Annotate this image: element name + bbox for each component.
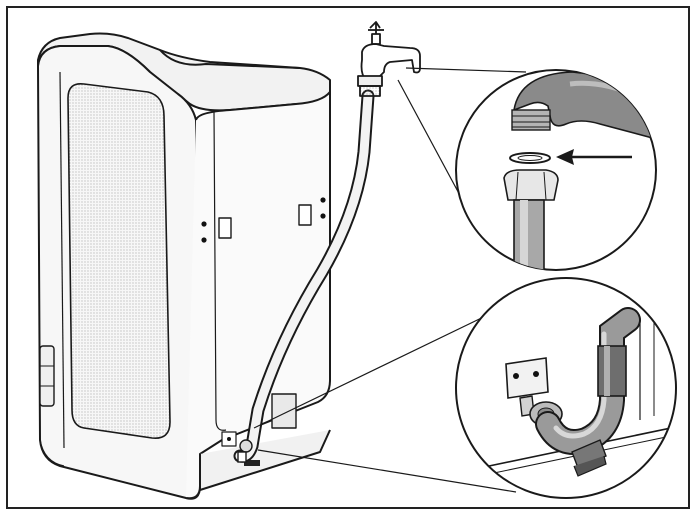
hose-valve-fitting — [237, 439, 253, 463]
water-tap — [357, 21, 421, 97]
insert-washer-arrow — [556, 149, 632, 165]
sealing-washer — [509, 152, 551, 164]
washing-machine — [37, 32, 331, 500]
tap-connection-detail — [455, 69, 657, 271]
drain-box — [271, 393, 297, 429]
side-recessed-panel — [67, 82, 171, 439]
figure-frame — [6, 6, 690, 509]
side-vent — [39, 345, 55, 407]
valve-connection-detail — [455, 277, 677, 499]
transport-bracket-slot-right — [298, 204, 312, 226]
machine-foot — [244, 460, 260, 466]
transport-bracket-slot-left — [218, 217, 232, 239]
